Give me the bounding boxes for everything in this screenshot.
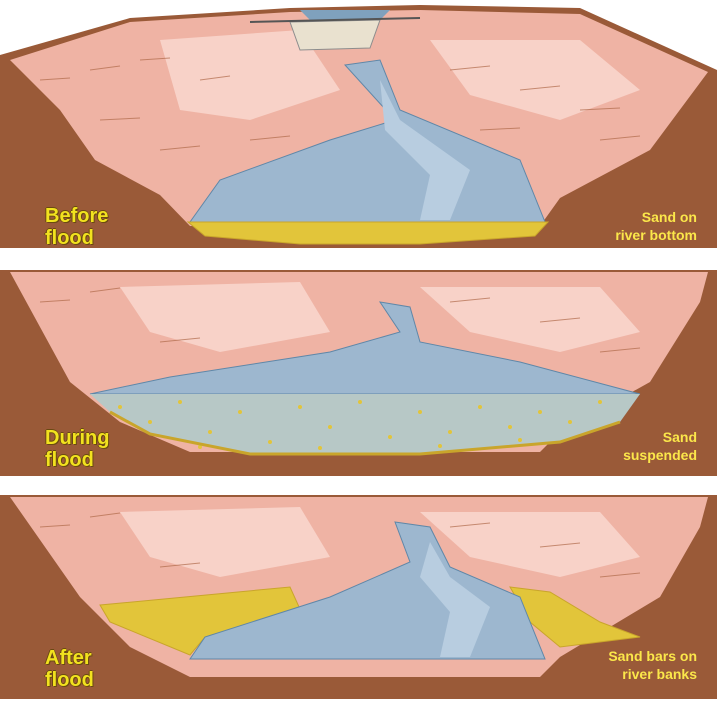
stage-label: During flood — [45, 427, 109, 471]
dam-wall — [290, 20, 380, 50]
sand-label: Sand bars on river banks — [608, 647, 697, 683]
panel-after-flood: After flood Sand bars on river banks — [0, 487, 717, 701]
stage-label: After flood — [45, 647, 94, 691]
panel-before-flood: Before flood Sand on river bottom — [0, 0, 717, 250]
sand-label: Sand suspended — [623, 428, 697, 464]
stage-label: Before flood — [45, 205, 108, 249]
sand-label: Sand on river bottom — [615, 208, 697, 244]
panel-during-flood: During flood Sand suspended — [0, 262, 717, 478]
